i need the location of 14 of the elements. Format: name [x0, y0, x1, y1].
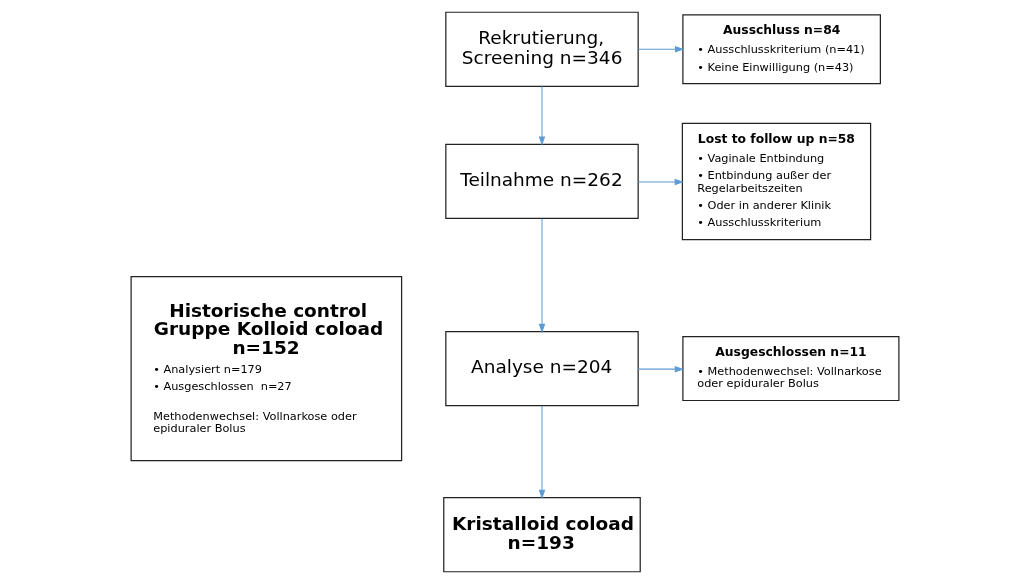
node-box: Kristalloid coload n=193: [442, 497, 641, 573]
node-box: Ausschluss n=84 • Ausschlusskriterium (n=41) • Keine Einwilligung (n=43): [681, 14, 881, 85]
node-box: Teilnahme n=262: [444, 143, 639, 220]
arrow: [637, 178, 684, 186]
node-box: Rekrutierung, Screening n=346: [444, 11, 639, 87]
arrow: [538, 85, 545, 146]
node-box: Ausgeschlossen n=11 • Methodenwechsel: Vollnarkose oder epiduraler Bolus: [681, 336, 899, 402]
arrow: [538, 218, 545, 334]
arrow: [538, 405, 545, 500]
node-box: Analyse n=204: [444, 331, 639, 407]
arrow: [637, 365, 684, 373]
node-box: Historische control Gruppe Kolloid coload n=152 • Analysiert n=179 • Ausgeschlossen n=27 Methodenwechsel: Vollnarkose oder epiduraler Bolus: [130, 275, 402, 462]
node-box: Lost to follow up n=58 • Vaginale Entbindung • Entbindung außer der Regelarbeitszeiten • Oder in anderer Klinik • Ausschlusskriterium: [681, 122, 871, 241]
arrow: [637, 46, 684, 53]
